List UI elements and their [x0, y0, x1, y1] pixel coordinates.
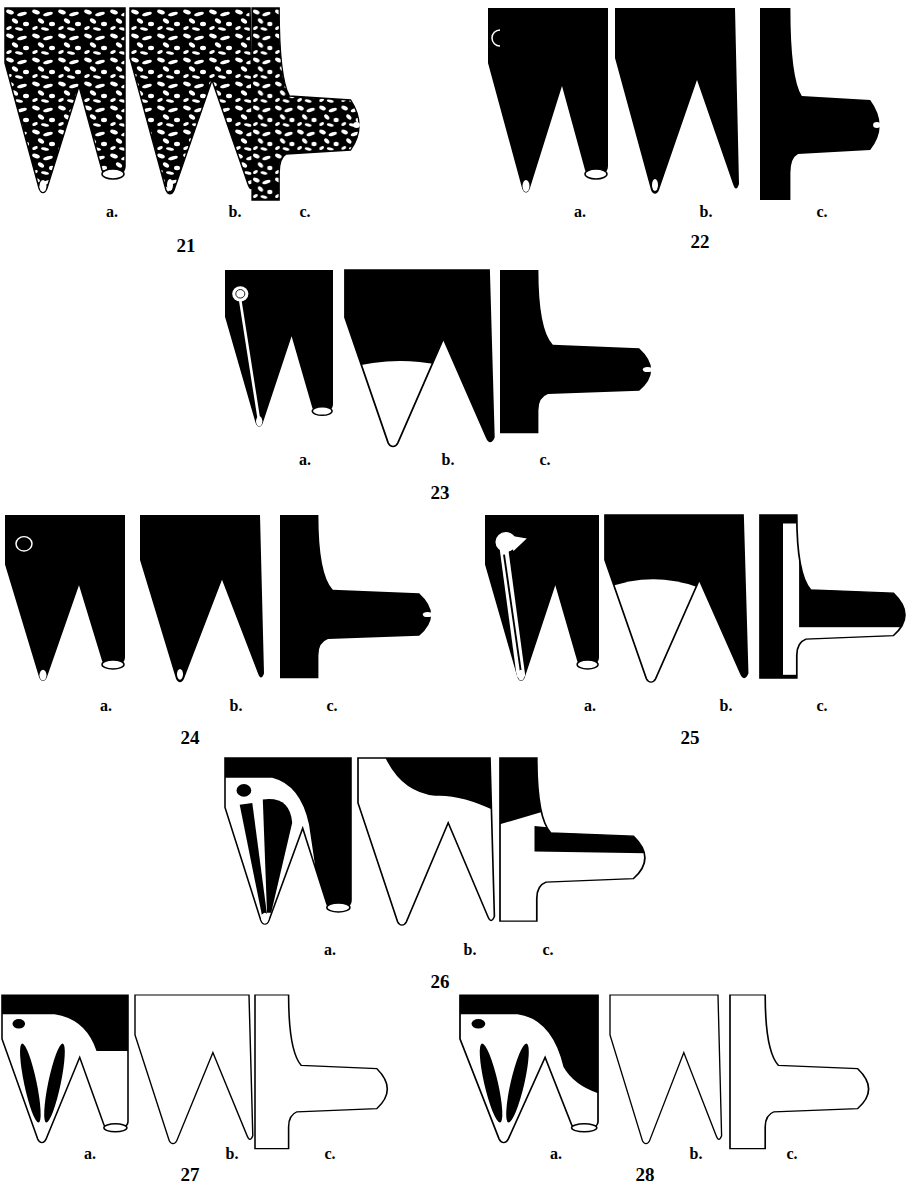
- tooth-panel: [488, 8, 608, 193]
- tooth-panel: [225, 758, 362, 938]
- tooth-panel: [610, 995, 722, 1144]
- tooth-section: [280, 515, 432, 678]
- tooth-panel: [615, 8, 739, 194]
- tooth-section: [760, 515, 915, 685]
- tooth-panel: [130, 8, 254, 194]
- figure-number: 26: [431, 972, 450, 991]
- panel-letter: c.: [324, 1146, 335, 1162]
- panel-letter: a.: [84, 1146, 96, 1162]
- panel-letter: a.: [550, 1146, 562, 1162]
- figure-number: 24: [181, 728, 200, 747]
- panel-letter: b.: [700, 204, 713, 220]
- panel-letter: c.: [542, 942, 553, 958]
- panel-letter: a.: [106, 204, 118, 220]
- tooth-section: [252, 8, 360, 200]
- tooth-panel: [345, 270, 501, 460]
- tooth-panel: [460, 995, 610, 1155]
- figure-number: 21: [177, 236, 196, 255]
- panel-letter: b.: [226, 1146, 239, 1162]
- tooth-section: [500, 758, 661, 928]
- tooth-panel: [5, 8, 125, 193]
- figure-number: 23: [431, 483, 450, 502]
- panel-letter: b.: [690, 1146, 703, 1162]
- tooth-panel: [605, 515, 755, 695]
- panel-letter: c.: [539, 452, 550, 468]
- figure-number: 28: [636, 1165, 655, 1184]
- panel-letter: b.: [720, 698, 733, 714]
- figure-number: 25: [681, 728, 700, 747]
- panel-letter: b.: [230, 698, 243, 714]
- tooth-panel: [135, 995, 253, 1144]
- tooth-panel: [5, 515, 125, 681]
- panel-letter: b.: [442, 452, 455, 468]
- panel-letter: c.: [816, 698, 827, 714]
- panel-letter: c.: [816, 204, 827, 220]
- panel-letter: b.: [464, 942, 477, 958]
- figure-number: 27: [181, 1165, 200, 1184]
- figure-number: 22: [691, 232, 710, 251]
- tooth-panel: [485, 515, 599, 681]
- panel-letter: b.: [229, 204, 242, 220]
- panel-letter: c.: [786, 1146, 797, 1162]
- panel-letter: a.: [299, 452, 311, 468]
- panel-letter: a.: [574, 204, 586, 220]
- tooth-section: [255, 995, 387, 1149]
- tooth-panel: [358, 758, 501, 938]
- tooth-panel: [140, 515, 264, 682]
- panel-letter: a.: [324, 942, 336, 958]
- tooth-panel: [225, 270, 333, 427]
- panel-letter: c.: [299, 204, 310, 220]
- tooth-section: [730, 995, 869, 1149]
- tooth-section: [760, 8, 881, 200]
- tooth-panel: [2, 995, 139, 1155]
- panel-letter: a.: [100, 698, 112, 714]
- panel-letter: a.: [584, 698, 596, 714]
- tooth-section: [500, 270, 652, 433]
- panel-letter: c.: [326, 698, 337, 714]
